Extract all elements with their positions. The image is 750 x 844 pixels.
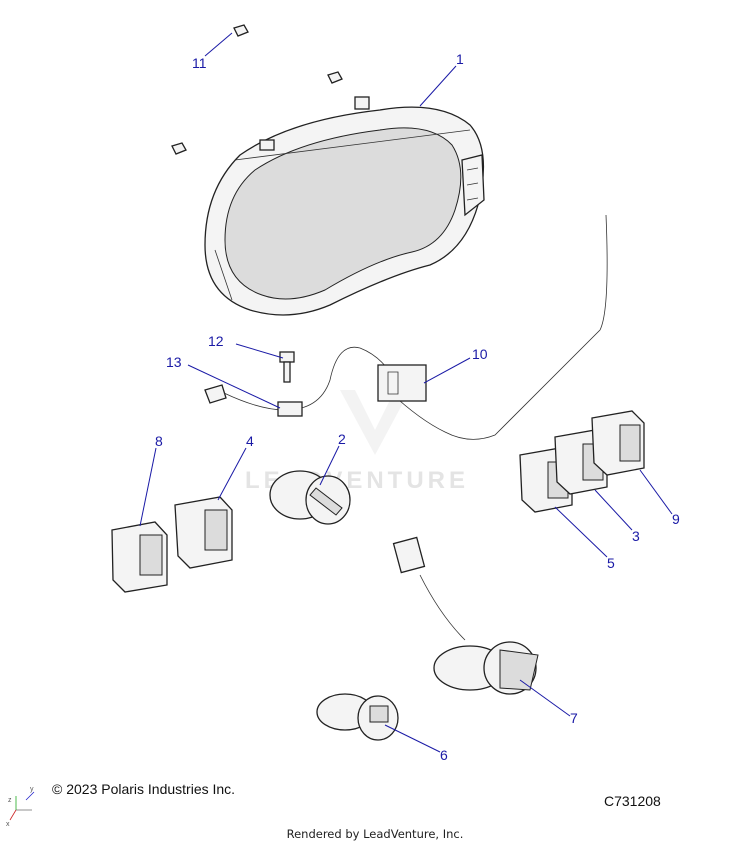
instrument-cluster [204, 96, 485, 316]
callout-5[interactable]: 5 [607, 555, 615, 571]
rendered-by-footer: Rendered by LeadVenture, Inc. [286, 827, 464, 841]
callout-8[interactable]: 8 [155, 433, 163, 449]
rocker-switch-9 [591, 410, 645, 476]
usb-outlet [392, 536, 539, 695]
callout-3[interactable]: 3 [632, 528, 640, 544]
axis-x-label: x [6, 821, 10, 828]
leader-lines [139, 32, 673, 753]
callout-7[interactable]: 7 [570, 710, 578, 726]
callout-13[interactable]: 13 [166, 354, 182, 370]
12v-outlet [316, 693, 399, 741]
callout-4[interactable]: 4 [246, 433, 254, 449]
bolt-12 [279, 351, 295, 383]
callout-2[interactable]: 2 [338, 431, 346, 447]
callout-1[interactable]: 1 [456, 51, 464, 67]
watermark-logo [340, 390, 410, 455]
axis-triad: z y x [6, 786, 35, 828]
screw-11c [171, 142, 187, 155]
rocker-switch-8 [111, 521, 168, 593]
screw-11a [233, 24, 249, 37]
copyright-text: © 2023 Polaris Industries Inc. [52, 781, 236, 797]
axis-y-label: y [30, 786, 34, 793]
callout-6[interactable]: 6 [440, 747, 448, 763]
callout-9[interactable]: 9 [672, 511, 680, 527]
callout-numbers: 1 2 3 4 5 6 7 8 9 10 11 12 13 [155, 51, 680, 763]
rocker-switch-4 [174, 496, 233, 569]
screw-11b [327, 71, 343, 84]
callout-12[interactable]: 12 [208, 333, 224, 349]
rotary-knob [269, 470, 351, 525]
callout-10[interactable]: 10 [472, 346, 488, 362]
callout-11[interactable]: 11 [192, 55, 207, 71]
diagram-code: C731208 [604, 793, 661, 809]
wire-harness [204, 214, 608, 440]
axis-z-label: z [8, 797, 12, 804]
